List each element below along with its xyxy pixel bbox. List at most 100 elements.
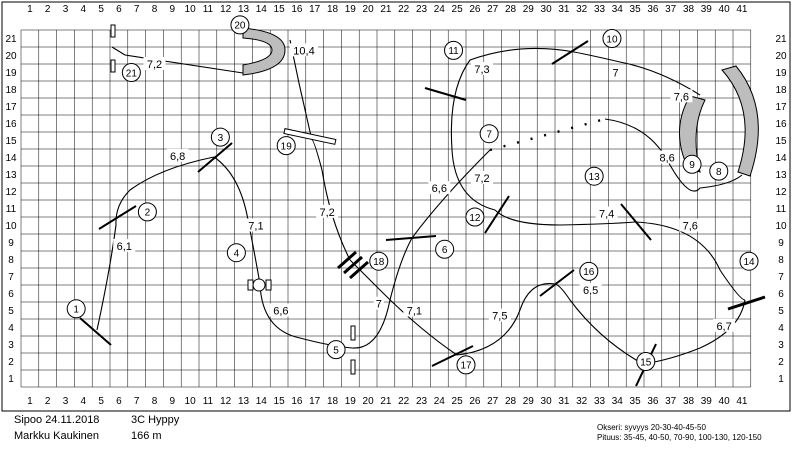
obstacle-marker-circle <box>465 207 485 227</box>
distance-label: 6,6 <box>432 183 447 195</box>
column-label: 25 <box>452 396 464 407</box>
column-label: 32 <box>576 4 588 15</box>
obstacle-shapes <box>79 24 766 387</box>
obstacle-marker-circle <box>709 161 729 181</box>
row-label: 19 <box>775 68 787 79</box>
column-label: 38 <box>683 396 695 407</box>
distance-label-bg <box>113 238 136 252</box>
column-label: 15 <box>274 396 286 407</box>
route-9-to-10 <box>573 51 701 96</box>
column-label: 4 <box>81 4 87 15</box>
row-label: 11 <box>6 204 17 215</box>
distance-label-bg <box>670 89 693 103</box>
row-label: 16 <box>5 119 17 130</box>
distance-label: 6,6 <box>273 306 288 318</box>
obstacle-marker-circle <box>137 202 157 222</box>
obstacle-number: 14 <box>743 257 755 268</box>
obstacle-marker-circle <box>276 136 296 156</box>
distance-label-bg <box>290 43 319 57</box>
column-label: 17 <box>309 396 321 407</box>
column-label: 21 <box>380 4 392 15</box>
obstacle-marker-circle <box>479 124 499 144</box>
obstacle-marker-circle <box>369 251 389 271</box>
obstacle-marker-circle <box>66 299 86 319</box>
obstacle-marker-circle <box>579 261 599 281</box>
jump-6-rail <box>385 235 437 241</box>
distance-label: 7,6 <box>674 91 689 103</box>
obstacle-number: 5 <box>333 345 339 356</box>
distance-label-bg <box>244 218 267 232</box>
obstacle-number: 9 <box>689 160 695 171</box>
distance-label: 6,7 <box>716 321 731 333</box>
column-label: 3 <box>63 4 69 15</box>
row-label: 10 <box>775 221 787 232</box>
row-label: 16 <box>775 119 787 130</box>
column-label: 26 <box>469 396 481 407</box>
column-label: 11 <box>203 4 214 15</box>
obstacle-marker-circle <box>636 352 656 371</box>
row-label: 3 <box>8 340 14 351</box>
column-label: 39 <box>701 396 713 407</box>
route-6-to-7 <box>411 149 491 239</box>
route-12-to-13 <box>494 209 636 226</box>
column-label: 3 <box>63 396 69 407</box>
column-label: 31 <box>558 4 570 15</box>
obstacle-number: 21 <box>126 68 138 79</box>
row-label: 14 <box>775 153 787 164</box>
route-13-to-14 <box>634 221 746 301</box>
jump-13-rail <box>620 203 652 241</box>
row-label: 4 <box>8 323 14 334</box>
jump-2-rail <box>98 205 137 230</box>
distance-label-bg <box>166 148 189 162</box>
row-label: 20 <box>775 51 787 62</box>
row-label: 6 <box>8 289 14 300</box>
distance-label-bg <box>428 181 451 195</box>
jump-4-post-left <box>247 279 254 291</box>
route-21-start <box>111 46 126 56</box>
distance-label: 8,6 <box>659 153 674 165</box>
distance-label-bg <box>269 303 292 317</box>
distance-label: 7,2 <box>474 173 489 185</box>
distance-label-bg <box>373 296 384 310</box>
jump-16-rail <box>539 269 575 297</box>
row-label: 17 <box>775 102 787 113</box>
tunnel-20 <box>242 27 286 76</box>
jump-11-rail <box>424 87 467 101</box>
column-label: 9 <box>170 4 176 15</box>
obstacle-number: 3 <box>218 133 224 144</box>
distance-label: 7,4 <box>599 209 614 221</box>
obstacle-marker-circle <box>682 154 702 174</box>
obstacle-number: 4 <box>234 249 240 260</box>
distance-label: 6,5 <box>583 285 598 297</box>
route-1-to-2 <box>96 224 117 331</box>
column-label: 19 <box>345 396 357 407</box>
column-label: 19 <box>345 4 357 15</box>
obstacle-number: 16 <box>583 267 595 278</box>
column-label: 33 <box>594 396 606 407</box>
column-label: 5 <box>98 396 104 407</box>
column-label: 12 <box>220 396 232 407</box>
column-label: 1 <box>27 4 33 15</box>
row-label: 2 <box>8 357 14 368</box>
distance-label: 7,2 <box>147 59 162 71</box>
column-label: 31 <box>558 396 570 407</box>
distance-label-bg <box>143 57 166 70</box>
course-route <box>96 39 746 365</box>
jump-3-rail <box>197 142 233 173</box>
column-label: 22 <box>398 396 410 407</box>
jump-17-rail <box>431 345 474 367</box>
column-label: 18 <box>327 4 339 15</box>
row-label: 19 <box>5 68 17 79</box>
jump-1-rail <box>79 317 112 346</box>
row-label: 15 <box>775 136 787 147</box>
column-label: 2 <box>45 4 51 15</box>
route-10-to-11 <box>450 47 575 211</box>
obstacle-marker-circle <box>226 243 246 263</box>
distance-label: 7,5 <box>492 311 507 323</box>
distance-label-bg <box>595 206 618 220</box>
column-label: 28 <box>505 396 517 407</box>
column-label: 16 <box>291 4 303 15</box>
column-label: 23 <box>416 4 428 15</box>
column-label: 11 <box>203 396 214 407</box>
